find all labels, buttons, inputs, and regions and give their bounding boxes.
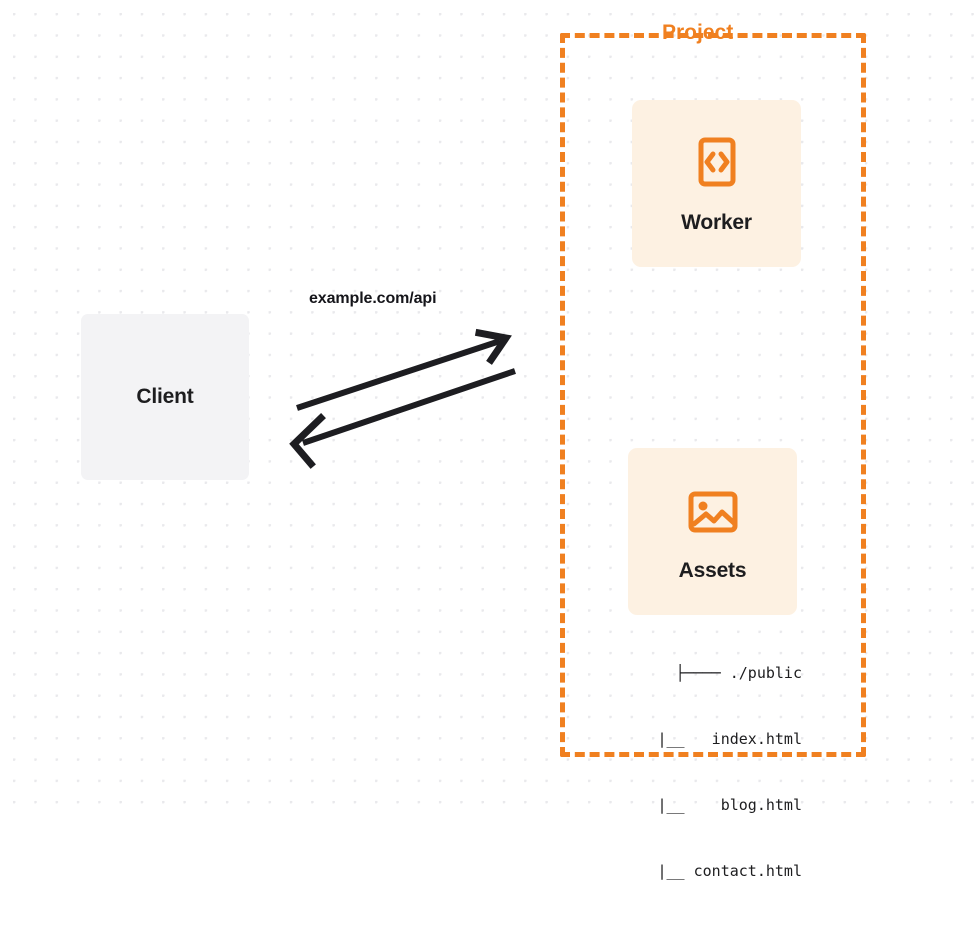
file-tree-row: ├──── ./public (675, 664, 802, 682)
project-title: Project (662, 21, 734, 44)
code-document-icon (686, 133, 748, 195)
file-tree-row: |__ contact.html (630, 862, 802, 880)
node-worker-label: Worker (681, 210, 752, 234)
node-assets-label: Assets (678, 558, 747, 582)
response-arrow-head (289, 413, 326, 469)
diagram-canvas: Client example.com/api Project Worker (0, 0, 980, 880)
project-boundary (560, 33, 866, 757)
node-worker[interactable]: Worker (632, 100, 801, 267)
image-icon (682, 481, 744, 543)
node-assets[interactable]: Assets (628, 448, 797, 615)
connection-label: example.com/api (309, 290, 437, 307)
node-client[interactable]: Client (81, 314, 249, 480)
file-tree-row: |__ index.html (630, 730, 802, 748)
assets-file-tree: ├──── ./public |__ index.html |__ blog.h… (600, 618, 802, 926)
node-client-label: Client (136, 385, 194, 408)
request-arrow-head (474, 328, 512, 365)
file-tree-row: |__ blog.html (630, 796, 802, 814)
request-arrow-line (296, 338, 501, 411)
response-arrow-line (302, 368, 516, 446)
